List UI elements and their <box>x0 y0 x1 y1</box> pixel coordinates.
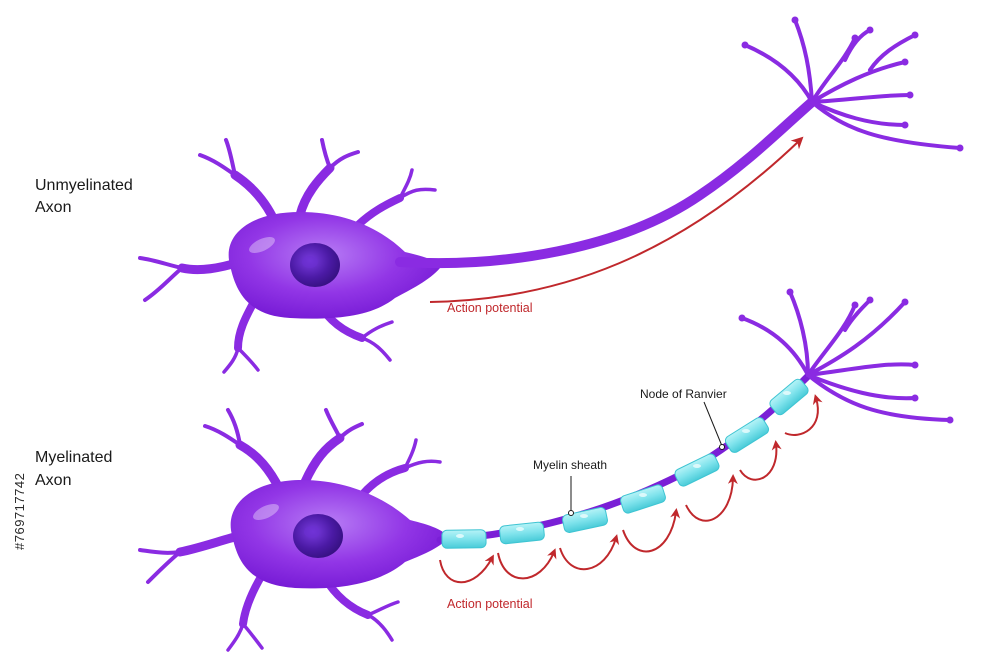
stock-id-watermark: #769717742 <box>12 473 27 550</box>
unmyelinated-axon-terminals <box>743 18 962 150</box>
unmyelinated-title-line1: Unmyelinated <box>35 177 133 194</box>
unmyelinated-axon <box>395 97 817 269</box>
unmyelinated-action-potential-arrow <box>429 136 804 303</box>
unmyelinated-action-potential-label: Action potential <box>447 301 532 315</box>
node-of-ranvier-label: Node of Ranvier <box>640 387 727 401</box>
myelin-highlights <box>456 391 791 538</box>
myelin-sheath-segments <box>441 378 809 549</box>
unmyelinated-terminal-knobs <box>741 16 964 152</box>
saltatory-conduction-arrows <box>439 394 823 584</box>
myelinated-terminal-knobs <box>738 288 954 424</box>
callout-leaders <box>570 401 723 512</box>
myelinated-title-line1: Myelinated <box>35 449 112 466</box>
myelinated-action-potential-label: Action potential <box>447 597 532 611</box>
myelinated-neuron <box>138 288 954 652</box>
unmyelinated-title-line2: Axon <box>35 199 71 216</box>
myelinated-nucleus <box>293 514 343 558</box>
unmyelinated-dendrites <box>138 138 437 374</box>
myelinated-axon-core <box>436 368 816 544</box>
unmyelinated-neuron <box>138 16 964 374</box>
node-of-ranvier-pointer <box>719 444 725 450</box>
myelin-sheath-pointer <box>568 510 574 516</box>
myelin-sheath-label: Myelin sheath <box>533 458 607 472</box>
myelinated-axon-terminals <box>740 290 952 422</box>
myelinated-title-line2: Axon <box>35 472 71 489</box>
